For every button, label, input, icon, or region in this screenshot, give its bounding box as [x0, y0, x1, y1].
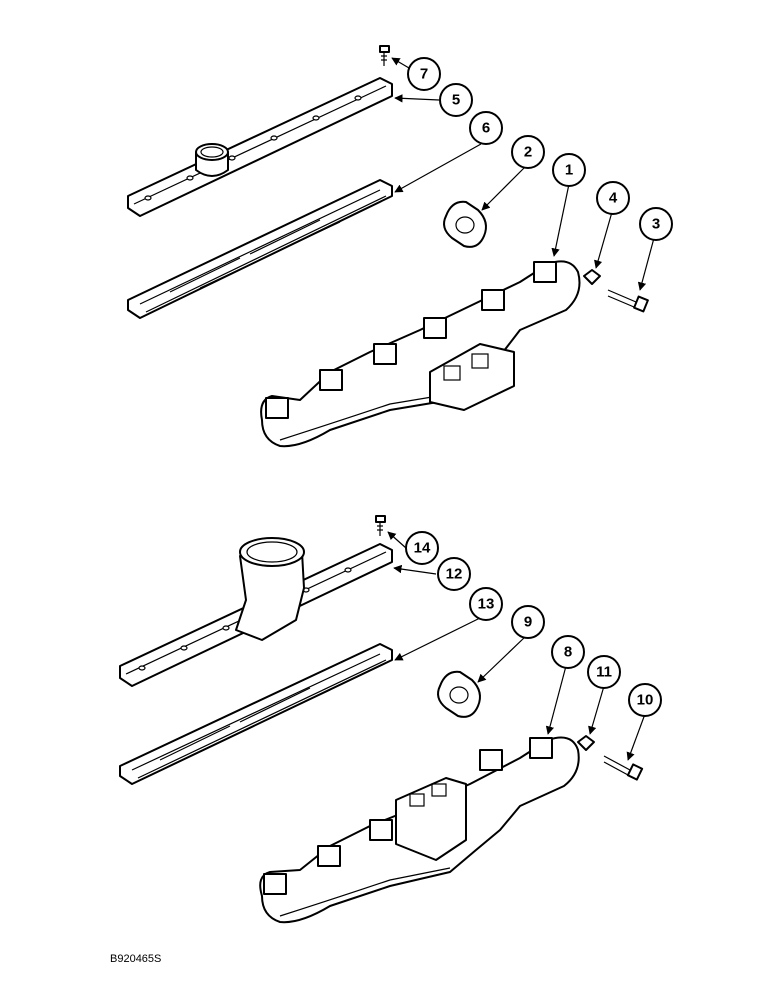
cover-12-part: [119, 537, 393, 687]
gasket-6-part: [127, 179, 393, 319]
callout-2: 2: [511, 135, 545, 169]
callout-3: 3: [639, 207, 673, 241]
callout-11: 11: [587, 655, 621, 689]
callout-14: 14: [405, 531, 439, 565]
callout-4-label: 4: [609, 190, 618, 207]
leader-12: [393, 564, 437, 575]
cover-5-part: [127, 77, 393, 217]
leader-8: [545, 665, 567, 735]
callout-8-label: 8: [564, 644, 572, 661]
leader-1: [551, 183, 570, 257]
callout-12-label: 12: [446, 566, 463, 583]
callout-8: 8: [551, 635, 585, 669]
bolt-7-part: [379, 45, 390, 66]
callout-1-label: 1: [565, 162, 573, 179]
leader-5: [394, 94, 440, 103]
manifold-1-part: [260, 260, 581, 448]
callout-12: 12: [437, 557, 471, 591]
flange-gasket-2-part: [443, 200, 487, 248]
gasket-13-part: [119, 643, 393, 785]
callout-10: 10: [628, 683, 662, 717]
callout-5-label: 5: [452, 92, 460, 109]
top-assembly: 7 5 6 2 1 4 3: [127, 45, 673, 448]
clip-4-part: [583, 269, 601, 285]
callout-1: 1: [552, 153, 586, 187]
callout-7-label: 7: [420, 66, 428, 83]
clip-11-part: [577, 735, 595, 751]
bolt-10-part: [603, 755, 644, 781]
leader-4: [594, 211, 613, 269]
callout-13-label: 13: [478, 596, 495, 613]
callout-11-label: 11: [596, 664, 612, 681]
callout-9: 9: [511, 605, 545, 639]
leader-3: [637, 237, 655, 291]
leader-7: [391, 57, 410, 69]
leader-2: [481, 165, 527, 211]
reference-code: B920465S: [110, 953, 161, 965]
callout-3-label: 3: [652, 216, 660, 233]
flange-gasket-9-part: [437, 670, 481, 718]
callout-9-label: 9: [524, 614, 532, 631]
callout-10-label: 10: [637, 692, 654, 709]
callout-6: 6: [469, 111, 503, 145]
leader-14: [387, 531, 407, 549]
leader-13: [394, 617, 481, 661]
callout-7: 7: [407, 57, 441, 91]
callout-2-label: 2: [524, 144, 532, 161]
leader-11: [588, 685, 605, 735]
callout-14-label: 14: [414, 540, 431, 557]
callout-4: 4: [596, 181, 630, 215]
callout-13: 13: [469, 587, 503, 621]
bolt-3-part: [607, 289, 649, 313]
leader-9: [477, 635, 527, 683]
callout-6-label: 6: [482, 120, 490, 137]
leader-10: [626, 713, 646, 761]
bolt-14-part: [375, 515, 386, 536]
callout-5: 5: [439, 83, 473, 117]
manifold-8-part: [259, 736, 580, 924]
leader-6: [394, 143, 482, 193]
bottom-assembly: 14 12 13 9 8 11 10: [119, 515, 662, 924]
